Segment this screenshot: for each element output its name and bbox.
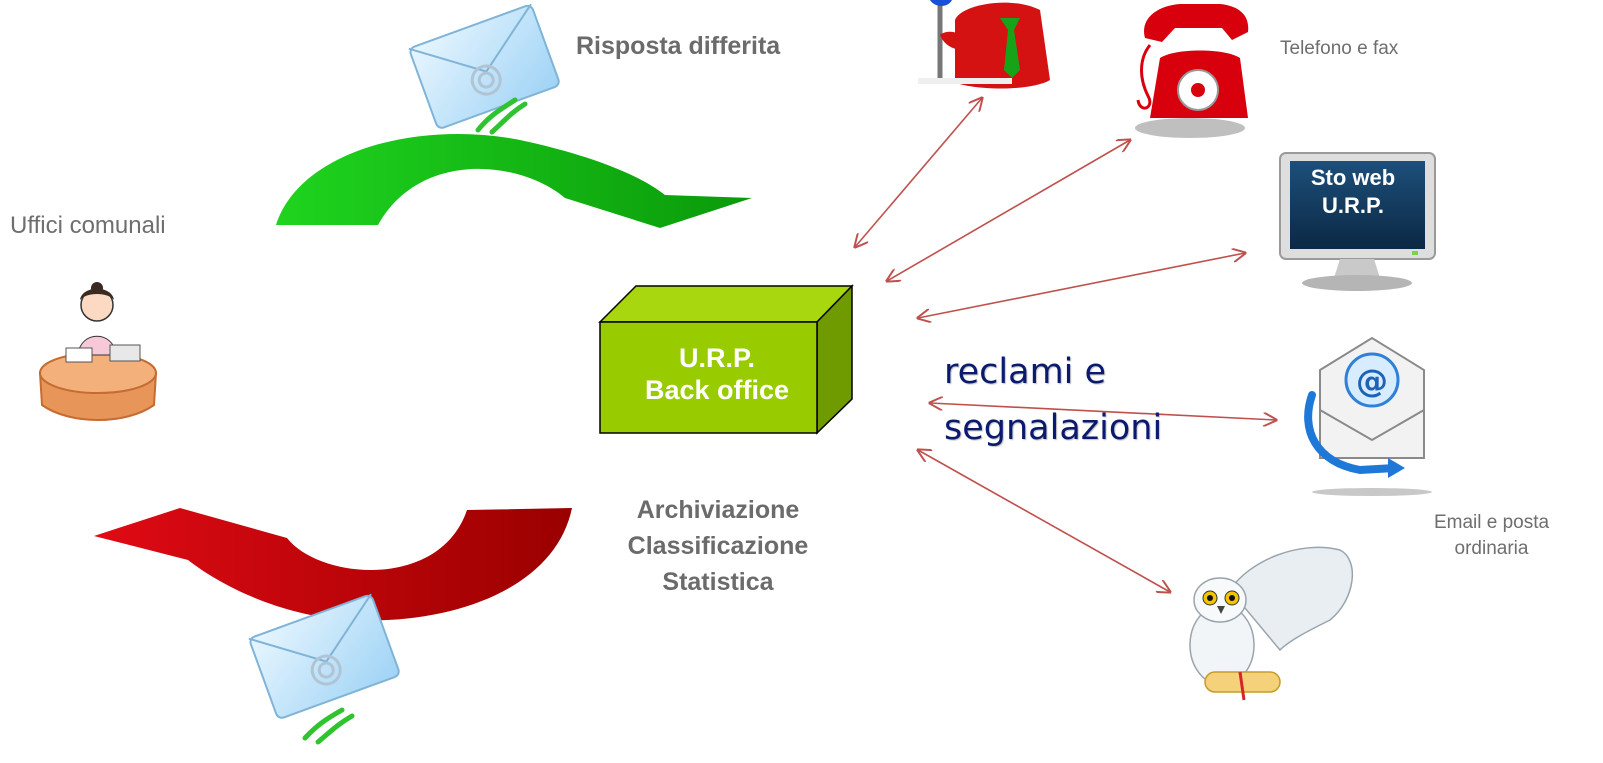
green-curved-arrow (276, 133, 752, 228)
telephone-icon (1135, 4, 1249, 138)
reclami-label: reclami e segnalazioni (944, 344, 1244, 456)
connector-arrow (855, 98, 982, 247)
label-risposta-differita: Risposta differita (576, 32, 781, 60)
email-icon: @ (1304, 336, 1432, 496)
reclami-line2: segnalazioni (944, 408, 1163, 448)
connector-arrow (918, 253, 1245, 318)
red-curved-arrow (94, 508, 572, 621)
label-telefono-fax: Telefono e fax (1280, 38, 1399, 59)
connector-arrow (918, 450, 1170, 592)
urp-line1: U.R.P. (678, 343, 756, 373)
connector-arrow (887, 140, 1130, 281)
connector-arrow (930, 403, 1276, 420)
label-statistica: Statistica (662, 568, 774, 596)
label-uffici-comunali: Uffici comunali (10, 212, 166, 239)
label-archiviazione: Archiviazione (636, 496, 800, 524)
urp-backoffice-label: U.R.P. Back office (606, 342, 828, 406)
label-archiviazione-block: Archiviazione Classificazione Statistica (604, 492, 832, 600)
monitor-screen-label: Sto web U.R.P. (1290, 164, 1416, 220)
office-worker-icon (38, 282, 158, 421)
monitor-line1: Sto web (1310, 165, 1396, 190)
envelope-icon (408, 3, 560, 129)
label-email-posta: Email e posta ordinaria (1404, 510, 1579, 562)
email-posta-line1: Email e posta (1433, 512, 1550, 533)
svg-text:@: @ (1356, 362, 1388, 400)
monitor-line2: U.R.P. (1322, 193, 1384, 218)
label-classificazione: Classificazione (627, 532, 809, 560)
urp-backoffice-cube (598, 284, 854, 435)
owl-icon (1189, 546, 1354, 701)
urp-line2: Back office (644, 375, 790, 405)
envelope-icon (248, 593, 400, 719)
person-icon (918, 0, 1050, 89)
reclami-line1: reclami e (944, 352, 1107, 392)
monitor-icon (1279, 152, 1436, 291)
email-posta-line2: ordinaria (1454, 538, 1529, 559)
